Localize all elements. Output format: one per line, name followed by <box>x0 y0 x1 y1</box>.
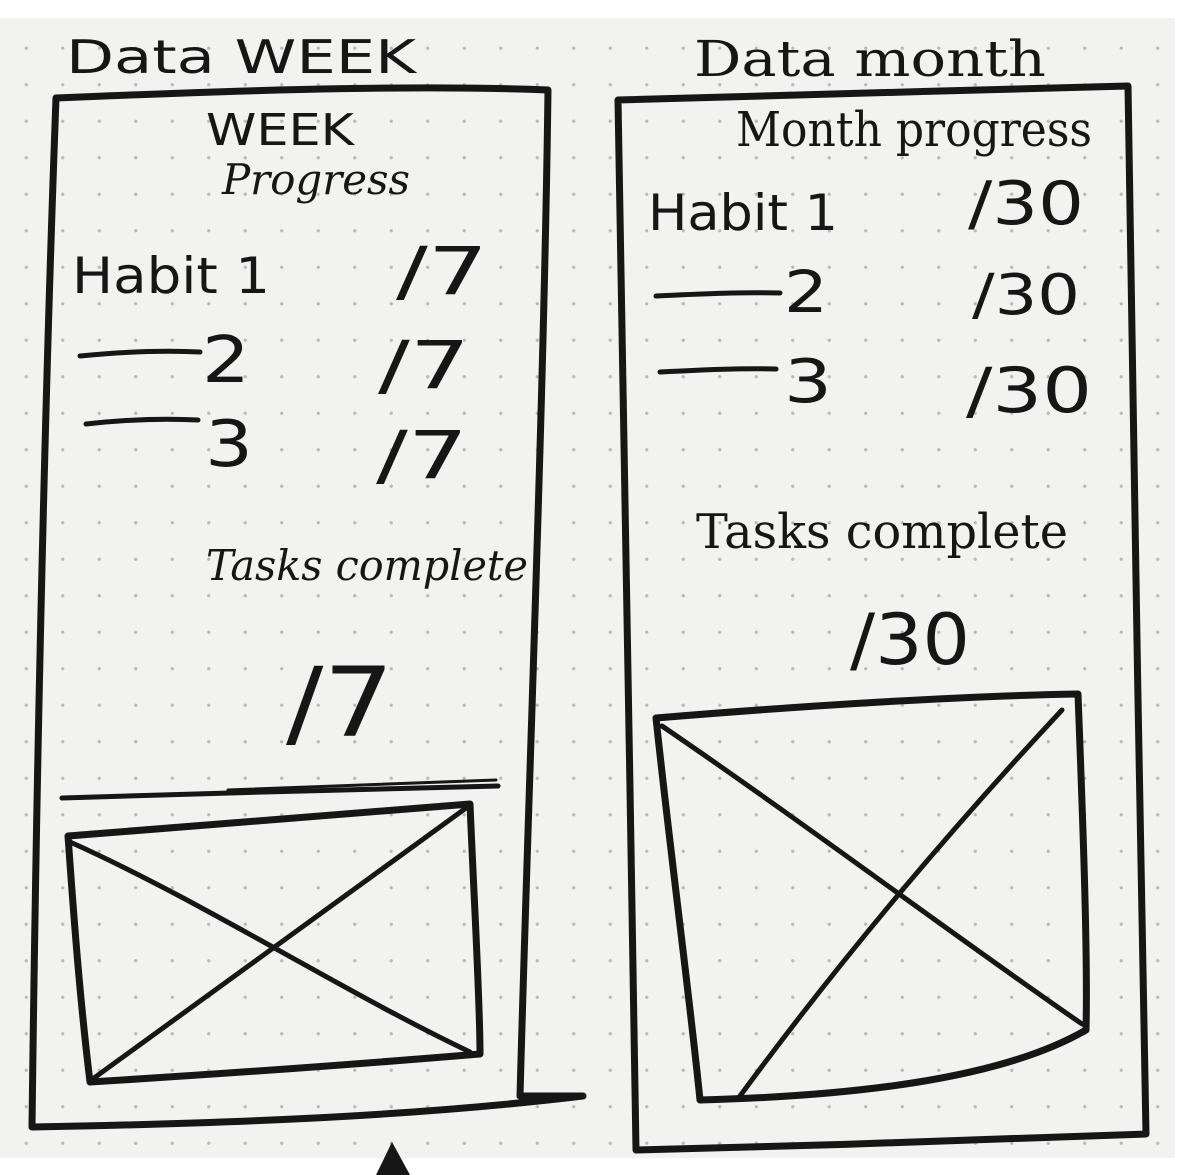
week-header: Data WEEK <box>66 30 418 84</box>
dot-grid-paper <box>0 18 1175 1158</box>
month-habit-3-value: /30 <box>966 354 1092 427</box>
month-habit-2-value: /30 <box>972 263 1080 328</box>
month-phone-frame <box>614 82 1150 1154</box>
week-screen: Data WEEK WEEK Progress Habit 1 /7 2 /7 … <box>28 30 587 1175</box>
week-divider-lower <box>59 783 501 801</box>
month-header: Data month <box>694 30 1046 88</box>
month-habit-2-dash <box>653 290 783 299</box>
week-tasks-value: /7 <box>286 647 394 759</box>
month-habit-2-label: 2 <box>784 258 828 326</box>
month-screen: Data month Month progress Habit 1 /30 2 … <box>614 30 1150 1154</box>
week-image-placeholder <box>64 800 484 1086</box>
month-habit-3-label: 3 <box>784 347 832 417</box>
month-tasks-value: /30 <box>850 599 970 681</box>
month-habit-3-dash <box>657 366 779 375</box>
month-title: Month progress <box>736 102 1092 158</box>
week-habit-2-label: 2 <box>202 324 250 398</box>
pen-mark <box>376 1142 410 1175</box>
week-phone-frame <box>28 84 587 1131</box>
month-habit-1-value: /30 <box>968 169 1084 239</box>
week-habit-2-dash <box>77 348 203 359</box>
month-tasks-label: Tasks complete <box>696 504 1068 560</box>
week-habit-3-dash <box>83 416 201 427</box>
week-divider <box>226 778 498 792</box>
week-tasks-label: Tasks complete <box>206 541 528 590</box>
week-habit-2-value: /7 <box>378 327 470 404</box>
month-habit-1-label: Habit 1 <box>648 184 838 242</box>
week-title-line2: Progress <box>221 155 410 204</box>
month-image-placeholder <box>652 690 1090 1104</box>
week-title-line1: WEEK <box>206 105 355 156</box>
week-habit-3-value: /7 <box>376 417 468 494</box>
week-habit-1-label: Habit 1 <box>72 247 270 305</box>
week-habit-1-value: /7 <box>396 233 488 310</box>
week-habit-3-label: 3 <box>205 408 253 482</box>
